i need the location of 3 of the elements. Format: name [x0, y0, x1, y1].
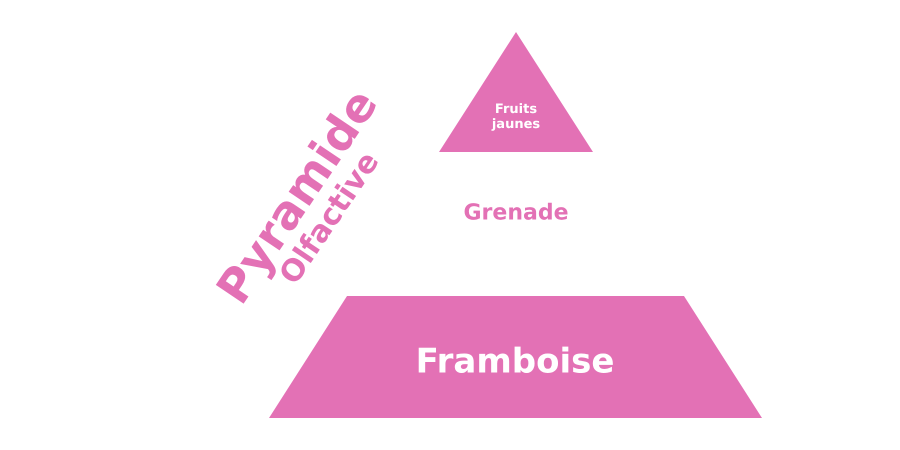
tier-label: Fruits jaunes — [492, 103, 540, 133]
tier-label: Framboise — [416, 342, 614, 382]
tier-label: Grenade — [464, 200, 568, 226]
